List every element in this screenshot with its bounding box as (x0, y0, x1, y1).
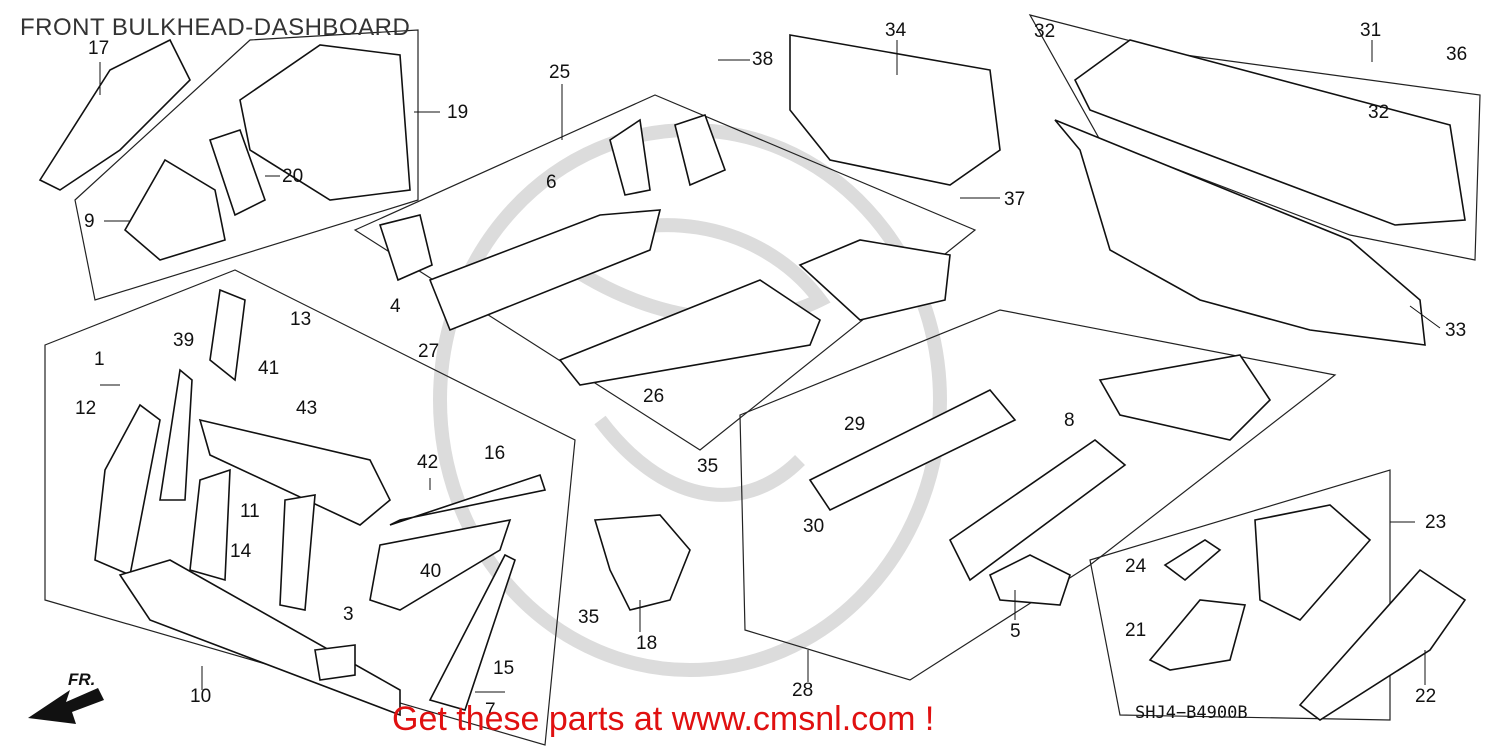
callout-27[interactable]: 27 (418, 341, 440, 362)
callout-11[interactable]: 11 (240, 501, 260, 522)
callout-35[interactable]: 35 (697, 456, 719, 477)
callout-35b[interactable]: 35 (578, 607, 600, 628)
part-17 (38, 38, 191, 191)
part-20 (208, 128, 266, 217)
callout-22[interactable]: 22 (1415, 686, 1437, 707)
part-40 (369, 518, 512, 611)
callout-20[interactable]: 20 (282, 166, 304, 187)
part-26 (558, 279, 821, 386)
callout-8[interactable]: 8 (1064, 410, 1075, 431)
part-25a (609, 118, 651, 196)
callout-36[interactable]: 36 (1446, 44, 1468, 65)
part-21 (1148, 599, 1247, 671)
callout-32b[interactable]: 32 (1368, 102, 1390, 123)
part-28-frame (1098, 354, 1272, 441)
part-9 (123, 158, 226, 261)
callout-16[interactable]: 16 (484, 443, 506, 464)
callout-39[interactable]: 39 (173, 330, 195, 351)
callout-15[interactable]: 15 (493, 658, 515, 679)
callout-40[interactable]: 40 (420, 561, 442, 582)
callout-28[interactable]: 28 (792, 680, 814, 701)
part-34 (789, 34, 1001, 186)
part-6 (428, 209, 662, 332)
front-direction-arrow (28, 688, 104, 724)
part-23 (1254, 504, 1372, 621)
callout-25[interactable]: 25 (549, 62, 571, 83)
part-25b (674, 113, 727, 187)
callout-31[interactable]: 31 (1360, 20, 1382, 41)
group-box-center-bottom (739, 309, 1337, 681)
part-7 (428, 553, 516, 711)
part-22 (1298, 568, 1467, 721)
callout-6[interactable]: 6 (546, 172, 557, 193)
diagram-code: SHJ4−B4900B (1135, 703, 1248, 723)
callout-1[interactable]: 1 (94, 349, 105, 370)
callout-18[interactable]: 18 (636, 633, 658, 654)
callout-32[interactable]: 32 (1034, 21, 1056, 42)
callout-5[interactable]: 5 (1010, 621, 1021, 642)
leader-lines (99, 40, 1441, 693)
callout-19[interactable]: 19 (447, 102, 469, 123)
callout-41[interactable]: 41 (258, 358, 280, 379)
callout-43[interactable]: 43 (296, 398, 318, 419)
part-10 (118, 559, 401, 717)
callout-24[interactable]: 24 (1125, 556, 1147, 577)
callout-23[interactable]: 23 (1425, 512, 1447, 533)
part-18 (593, 514, 691, 611)
part-14 (279, 494, 316, 611)
callout-30[interactable]: 30 (803, 516, 825, 537)
part-29 (808, 389, 1017, 512)
callout-10[interactable]: 10 (190, 686, 212, 707)
watermark-logo (433, 123, 947, 677)
callout-9[interactable]: 9 (84, 211, 95, 232)
part-1 (94, 403, 161, 577)
promo-banner-link[interactable]: Get these parts at www.cmsnl.com ! (392, 700, 935, 738)
callout-33[interactable]: 33 (1445, 320, 1467, 341)
group-box-top-left (74, 29, 419, 301)
part-33 (1054, 119, 1426, 346)
callout-4[interactable]: 4 (390, 296, 401, 317)
callout-21[interactable]: 21 (1125, 620, 1147, 641)
group-box-right-bottom (1089, 469, 1391, 721)
part-19 (239, 44, 411, 201)
part-5 (988, 554, 1071, 606)
part-4 (378, 214, 433, 282)
callout-42[interactable]: 42 (417, 452, 439, 473)
callout-12[interactable]: 12 (75, 398, 97, 419)
callout-29[interactable]: 29 (844, 414, 866, 435)
callout-17[interactable]: 17 (88, 38, 110, 59)
part-25-assembly (798, 239, 951, 321)
part-8 (948, 438, 1127, 582)
diagram-title: FRONT BULKHEAD-DASHBOARD (20, 14, 411, 41)
callout-38[interactable]: 38 (752, 49, 774, 70)
callout-14[interactable]: 14 (230, 541, 252, 562)
callout-37[interactable]: 37 (1004, 189, 1026, 210)
part-41 (209, 288, 246, 382)
part-11 (189, 468, 231, 582)
callout-26[interactable]: 26 (643, 386, 665, 407)
callout-34[interactable]: 34 (885, 20, 907, 41)
part-24 (1163, 539, 1222, 582)
parts (38, 34, 1467, 721)
group-box-left-large (44, 269, 576, 746)
part-3 (314, 644, 356, 681)
callout-3[interactable]: 3 (343, 604, 354, 625)
part-31 (1073, 39, 1466, 226)
callout-13[interactable]: 13 (290, 309, 312, 330)
front-direction-label: FR. (68, 670, 96, 689)
part-43 (198, 418, 391, 526)
part-42 (389, 473, 547, 526)
part-39 (159, 368, 193, 501)
callout-7[interactable]: 7 (485, 700, 496, 721)
